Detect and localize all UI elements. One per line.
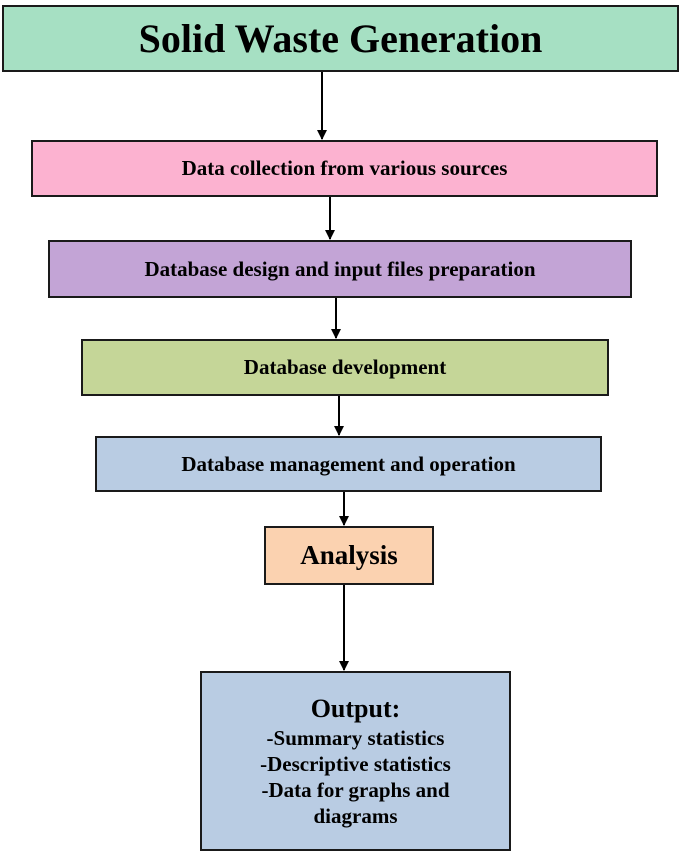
output-line-diagrams: diagrams <box>313 804 398 828</box>
step-solid-waste-generation: Solid Waste Generation <box>2 5 679 72</box>
output-line-summary: -Summary statistics <box>266 726 445 750</box>
step-database-design: Database design and input files preparat… <box>48 240 632 298</box>
step-output: Output: -Summary statistics -Descriptive… <box>200 671 511 851</box>
output-line-graphs: -Data for graphs and <box>261 778 450 802</box>
step-database-management: Database management and operation <box>95 436 602 492</box>
step-database-development: Database development <box>81 339 609 396</box>
output-heading: Output: <box>310 694 401 723</box>
output-line-descriptive: -Descriptive statistics <box>260 752 451 776</box>
step-data-collection: Data collection from various sources <box>31 140 658 197</box>
step-analysis: Analysis <box>264 526 434 585</box>
